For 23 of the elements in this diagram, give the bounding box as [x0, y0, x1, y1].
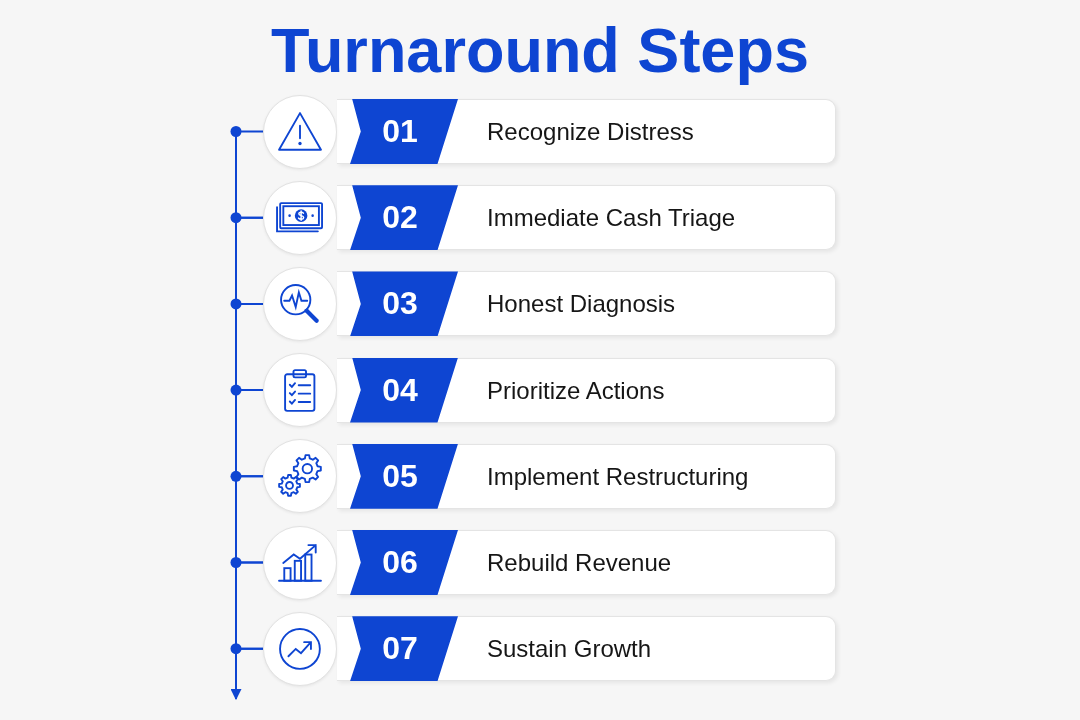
step-number: 04	[382, 370, 418, 409]
step-number: 06	[382, 543, 418, 581]
step-card	[337, 616, 836, 682]
step-card	[337, 185, 836, 251]
step-title: Prioritize Actions	[487, 376, 665, 405]
step-card	[337, 357, 836, 423]
step-number: 01	[382, 112, 418, 150]
step-number: 05	[382, 456, 418, 495]
step-title: Rebuild Revenue	[487, 549, 672, 577]
step-card	[337, 530, 836, 595]
step-title: Sustain Growth	[487, 635, 652, 664]
step-title: Recognize Distress	[487, 118, 694, 146]
step-card	[337, 99, 836, 164]
step-number: 03	[382, 284, 418, 323]
step-title: Honest Diagnosis	[487, 290, 676, 319]
step-card	[337, 271, 836, 337]
step-title: Immediate Cash Triage	[487, 204, 736, 233]
step-card	[337, 443, 836, 509]
title: Turnaround Steps	[271, 17, 809, 83]
step-number: 07	[382, 629, 418, 668]
step-number: 02	[382, 198, 418, 237]
step-title: Implement Restructuring	[487, 462, 749, 491]
timeline-arrow	[230, 647, 264, 701]
